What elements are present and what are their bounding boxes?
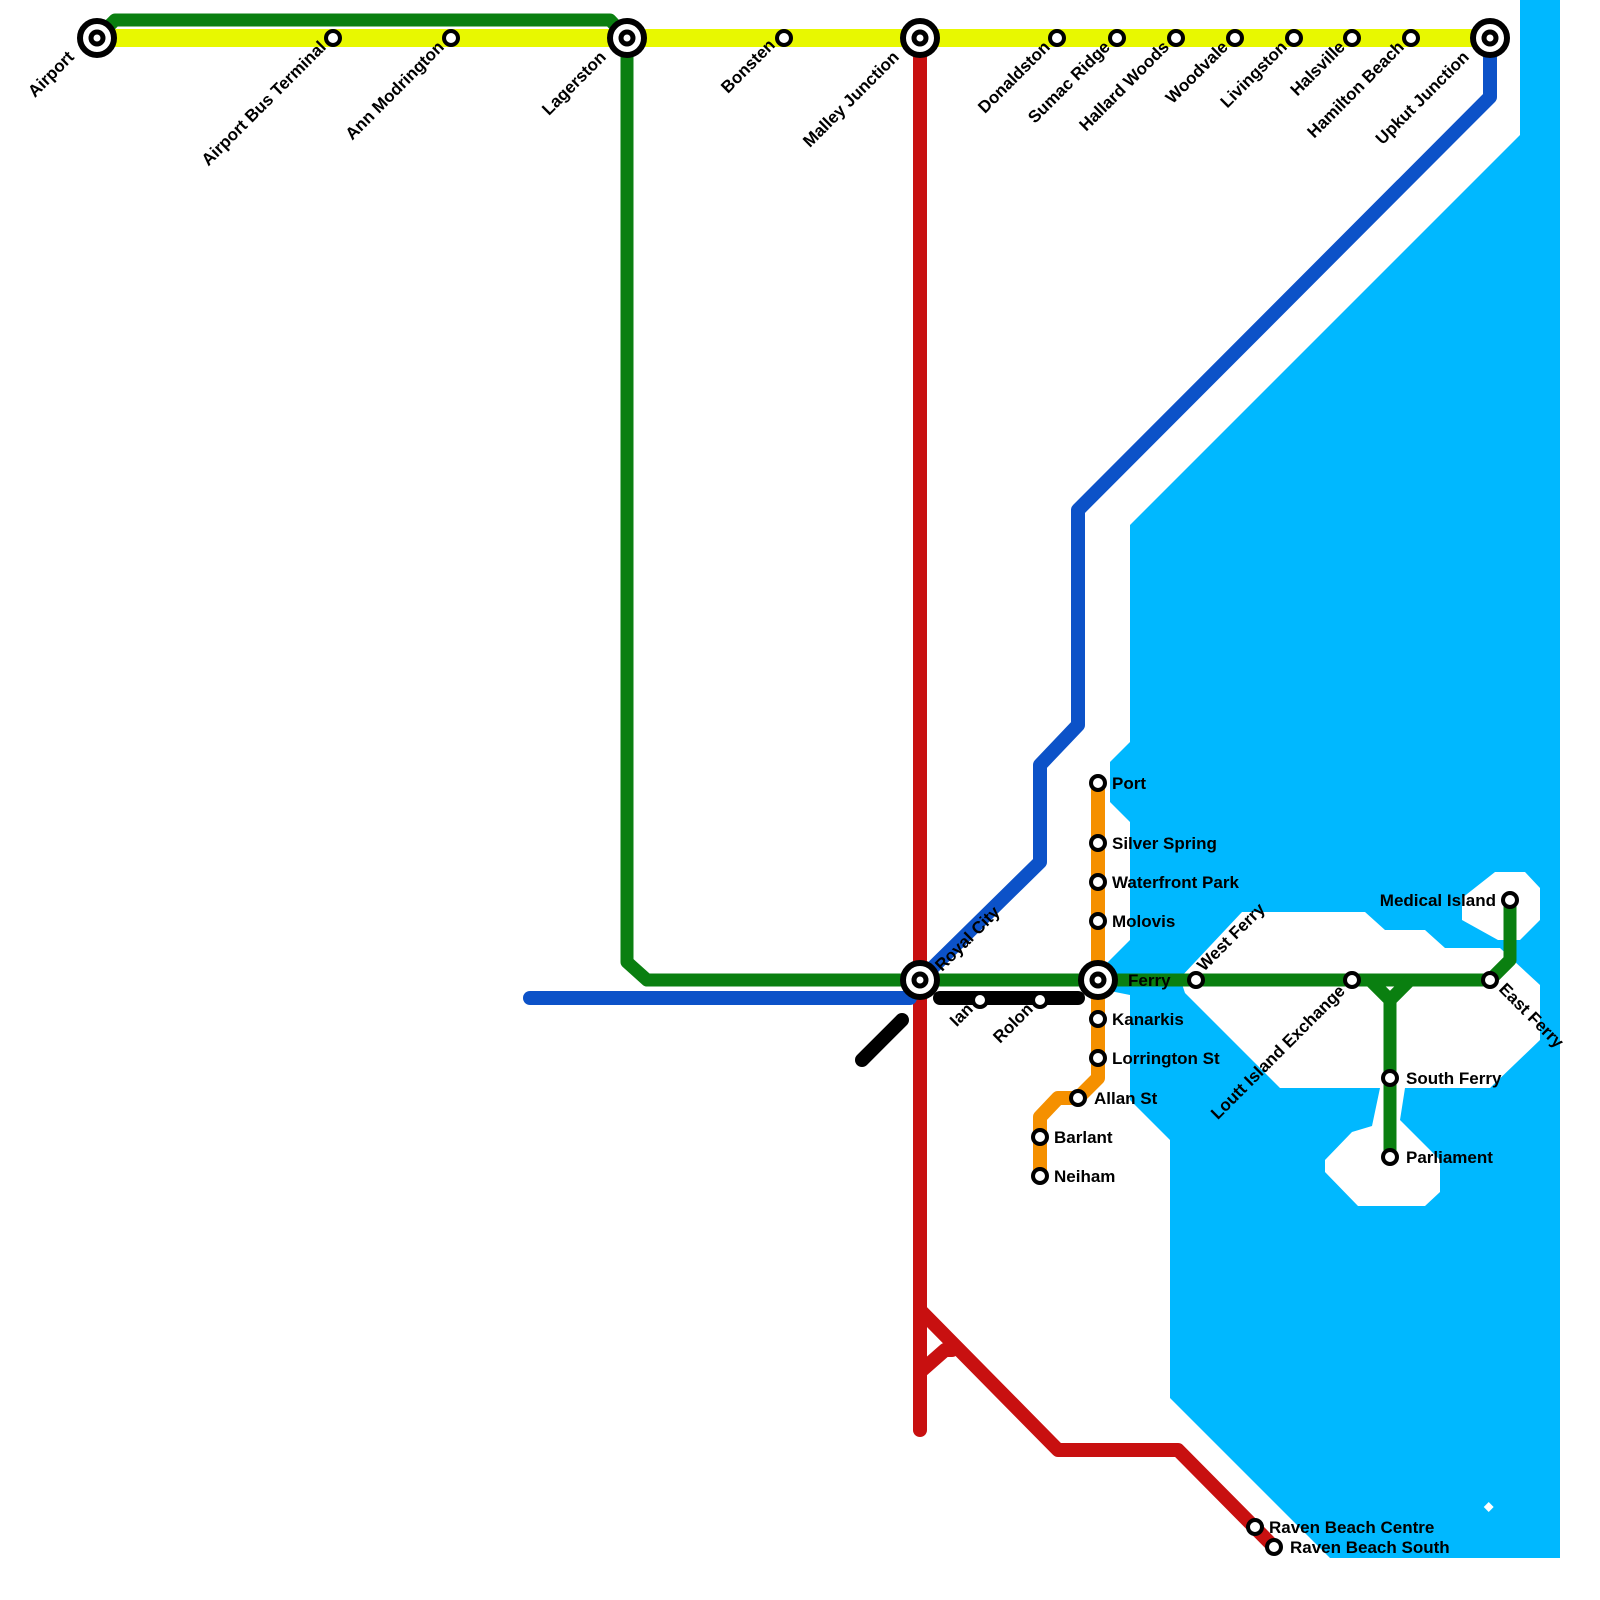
station-airport[interactable]: Airport (24, 18, 117, 101)
station-label: Lorrington St (1112, 1049, 1220, 1068)
station-label: Raven Beach Centre (1269, 1518, 1434, 1537)
station-raven-beach-south[interactable]: Raven Beach South (1265, 1538, 1450, 1557)
station-icon (324, 29, 342, 47)
station-waterfront-park[interactable]: Waterfront Park (1089, 873, 1239, 892)
station-icon (1089, 1049, 1107, 1067)
station-ferry[interactable]: Ferry (1078, 960, 1171, 1000)
station-kanarkis[interactable]: Kanarkis (1089, 1010, 1184, 1029)
station-label: Ann Modrington (342, 37, 448, 143)
station-label: Lagerston (538, 47, 610, 119)
station-icon (1069, 1089, 1087, 1107)
orange-line (1033, 776, 1105, 1182)
station-molovis[interactable]: Molovis (1089, 912, 1175, 931)
station-icon (442, 29, 460, 47)
station-label: Neiham (1054, 1167, 1115, 1186)
station-icon (1381, 1069, 1399, 1087)
interchange-inner (1089, 971, 1107, 989)
station-icon (1167, 29, 1185, 47)
station-lorrington-st[interactable]: Lorrington St (1089, 1049, 1220, 1068)
station-label: Medical Island (1380, 891, 1496, 910)
blue-line (913, 31, 1497, 987)
station-icon (1031, 1128, 1049, 1146)
station-label: Royal City (931, 902, 1004, 975)
station-icon (1089, 774, 1107, 792)
interchange-inner (911, 971, 929, 989)
station-icon (1343, 971, 1361, 989)
station-parliament[interactable]: Parliament (1381, 1148, 1493, 1167)
station-icon (1031, 991, 1049, 1009)
green-line (90, 13, 1517, 987)
black-line-stub (855, 1013, 909, 1067)
station-icon (1381, 1148, 1399, 1166)
medical-island (1462, 872, 1540, 940)
interchange-inner (88, 29, 106, 47)
station-label: Airport (24, 47, 78, 101)
station-icon (1089, 912, 1107, 930)
water-layer (1105, 0, 1560, 1558)
green-line-branch-b (1383, 973, 1417, 1007)
station-icon (1481, 971, 1499, 989)
station-label: Raven Beach South (1290, 1538, 1450, 1557)
water-body (1105, 0, 1560, 1558)
station-label: Molovis (1112, 912, 1175, 931)
station-icon (1048, 29, 1066, 47)
station-ann-modrington[interactable]: Ann Modrington (342, 29, 460, 144)
station-icon (1089, 834, 1107, 852)
station-icon (1187, 971, 1205, 989)
station-icon (1089, 1010, 1107, 1028)
station-label: Rolon (989, 999, 1036, 1046)
islet (1483, 1502, 1494, 1512)
interchange-inner (618, 29, 636, 47)
station-icon (1285, 29, 1303, 47)
station-label: Malley Junction (799, 47, 903, 151)
station-neiham[interactable]: Neiham (1031, 1167, 1115, 1186)
station-medical-island[interactable]: Medical Island (1380, 891, 1519, 910)
interchange-inner (911, 29, 929, 47)
station-icon (1031, 1167, 1049, 1185)
station-label: Port (1112, 774, 1146, 793)
station-icon (1108, 29, 1126, 47)
station-icon (775, 29, 793, 47)
station-raven-beach-centre[interactable]: Raven Beach Centre (1246, 1518, 1434, 1537)
station-barlant[interactable]: Barlant (1031, 1128, 1113, 1147)
station-port[interactable]: Port (1089, 774, 1146, 793)
station-label: Waterfront Park (1112, 873, 1239, 892)
station-label: Allan St (1094, 1089, 1158, 1108)
station-allan-st[interactable]: Allan St (1069, 1089, 1158, 1108)
station-icon (1402, 29, 1420, 47)
station-icon (1226, 29, 1244, 47)
red-line-spur (913, 1343, 959, 1379)
red-line-branch (913, 1303, 1279, 1552)
station-label: South Ferry (1406, 1069, 1502, 1088)
station-icon (1343, 29, 1361, 47)
station-icon (1089, 873, 1107, 891)
station-icon (1501, 891, 1519, 909)
station-label: Kanarkis (1112, 1010, 1184, 1029)
station-label: Airport Bus Terminal (198, 37, 330, 169)
station-silver-spring[interactable]: Silver Spring (1089, 834, 1217, 853)
station-icon (971, 991, 989, 1009)
station-icon (1246, 1518, 1264, 1536)
interchange-inner (1481, 29, 1499, 47)
station-label: Silver Spring (1112, 834, 1217, 853)
station-icon (1265, 1538, 1283, 1556)
station-south-ferry[interactable]: South Ferry (1381, 1069, 1502, 1088)
station-label: Ferry (1128, 971, 1171, 990)
station-airport-bus-terminal[interactable]: Airport Bus Terminal (198, 29, 342, 170)
station-label: Parliament (1406, 1148, 1493, 1167)
station-label: Barlant (1054, 1128, 1113, 1147)
